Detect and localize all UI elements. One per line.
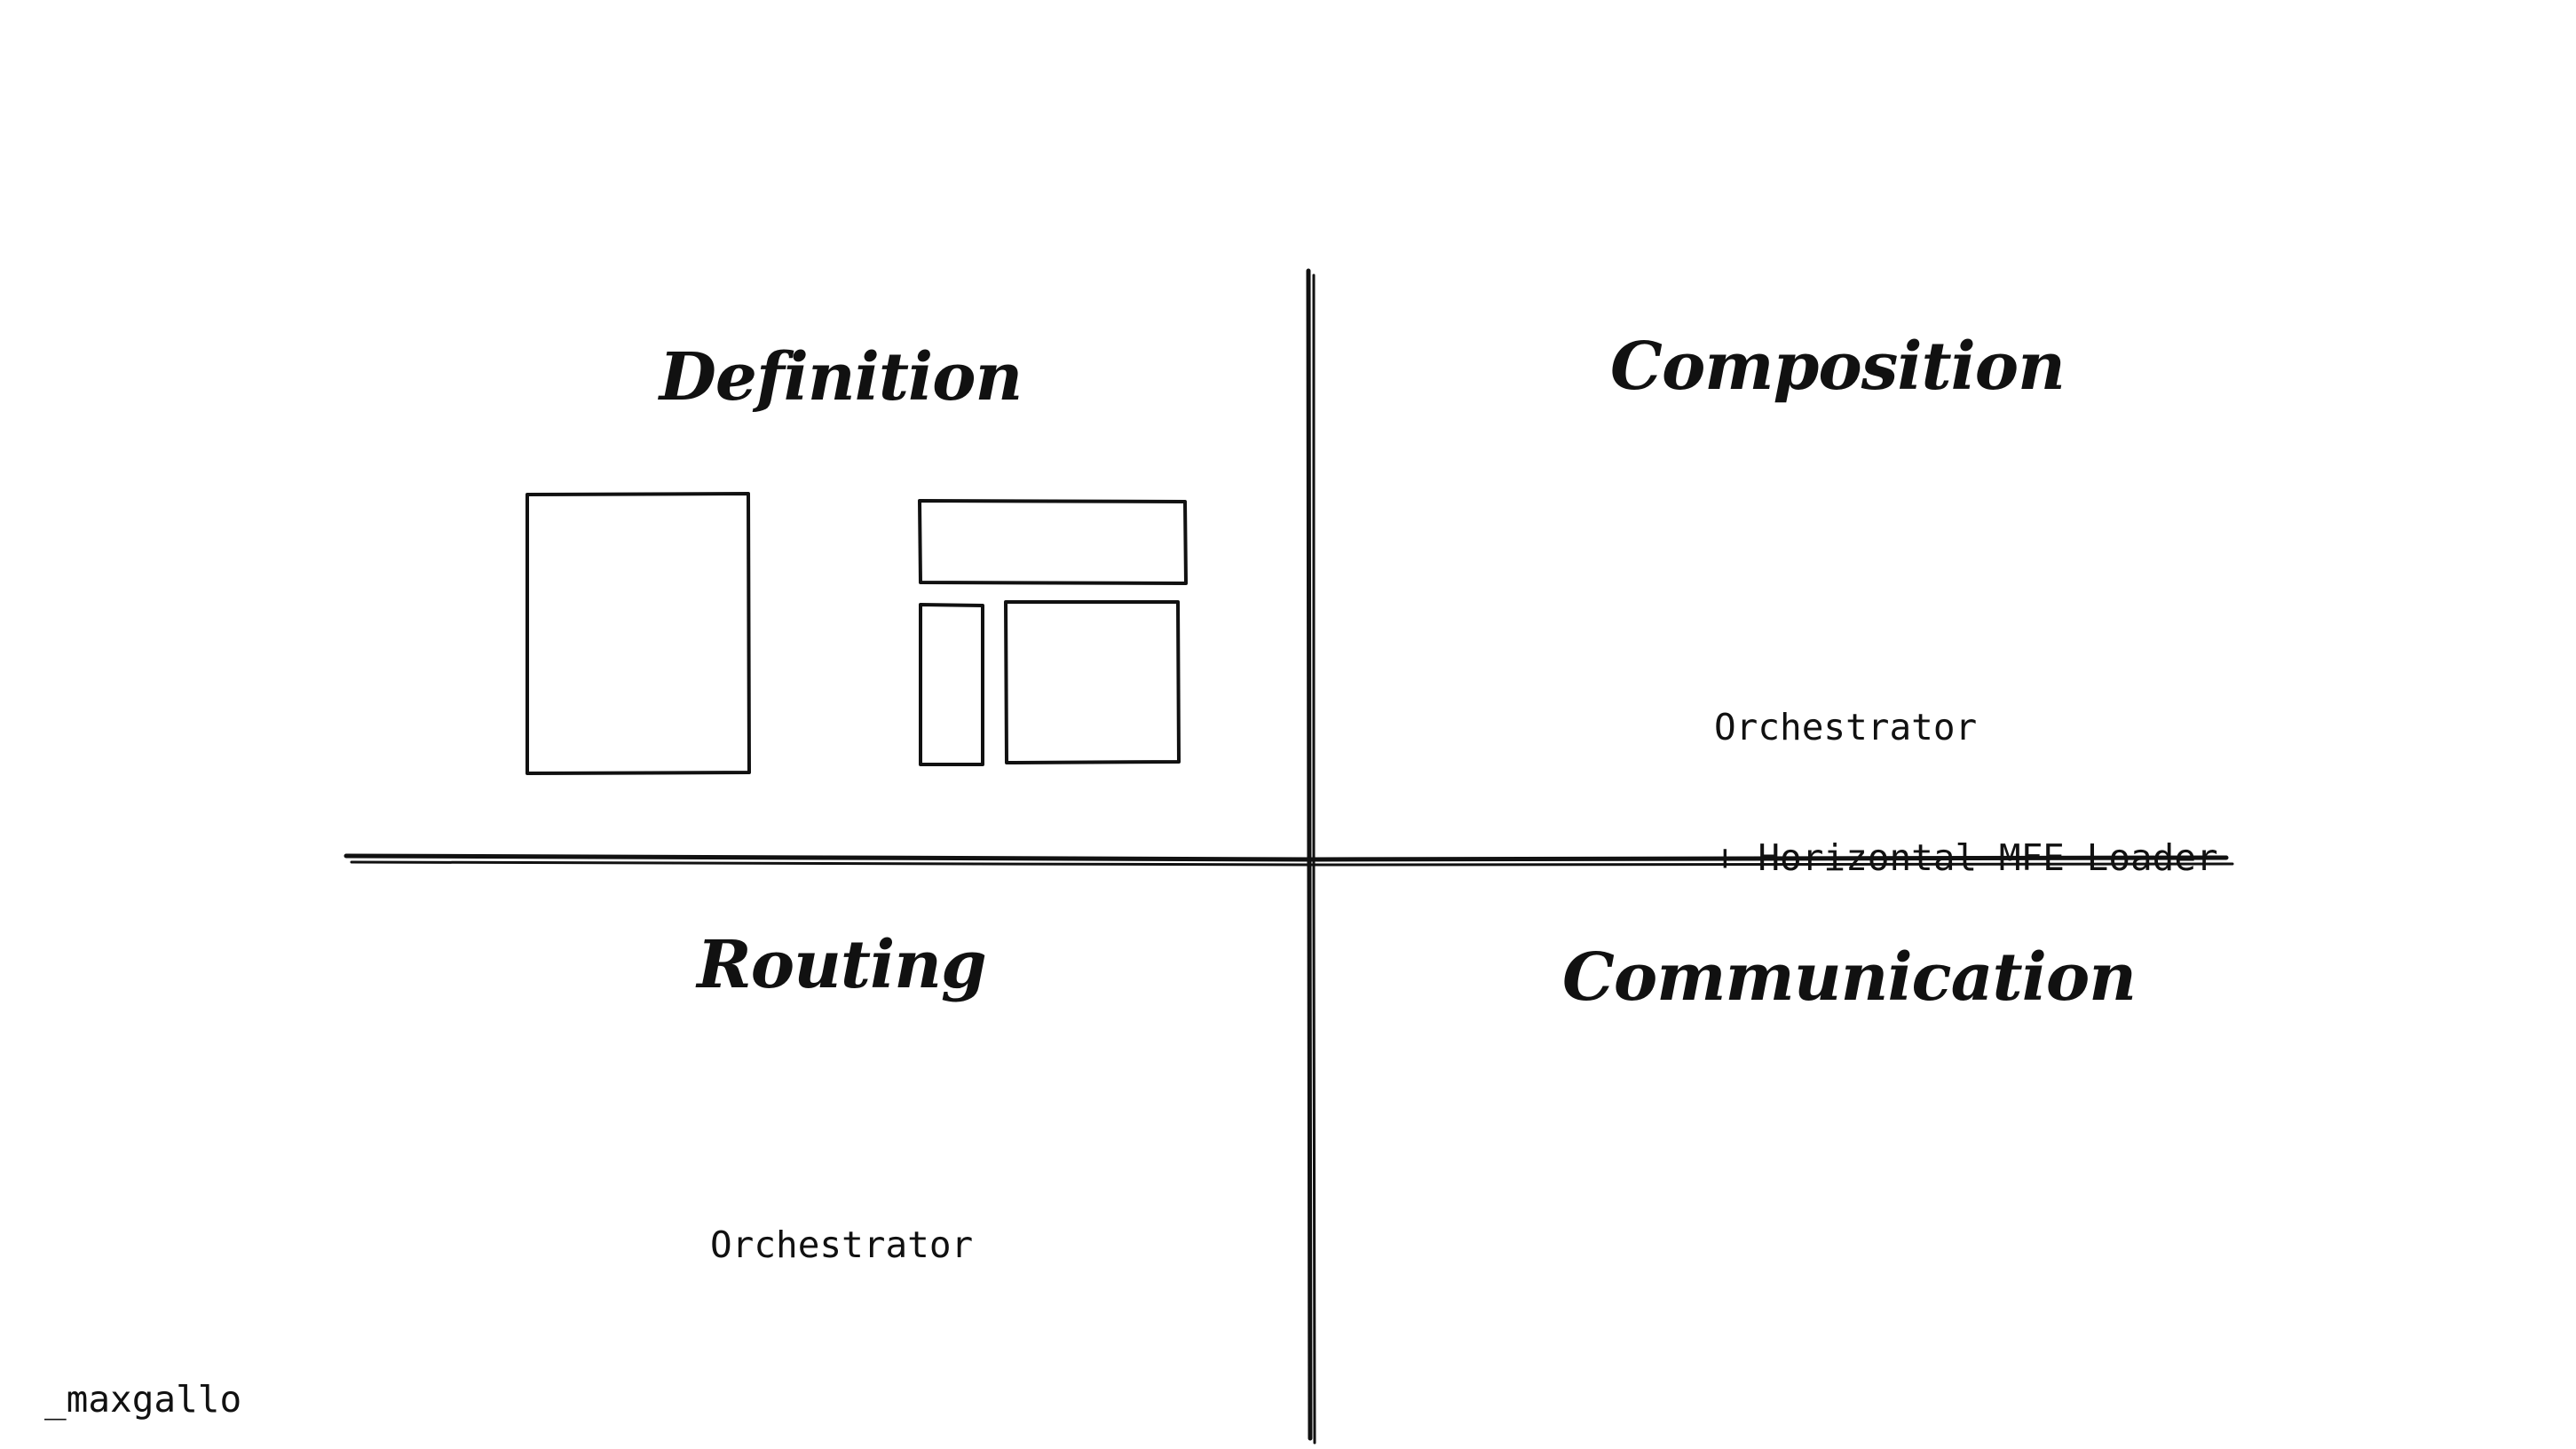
- author-watermark: _maxgallo: [44, 1378, 242, 1421]
- composition-note: Orchestrator + Horizontal MFE Loader: [1714, 619, 2218, 967]
- definition-title: Definition: [659, 339, 1023, 416]
- vertical-axis: [1306, 268, 1316, 1445]
- horizontal-axis: [344, 853, 2234, 867]
- composition-note-line-2: + Horizontal MFE Loader: [1714, 836, 2218, 879]
- single-page-layout-wireframe: [525, 492, 751, 775]
- composition-note-line-1: Orchestrator: [1714, 706, 1978, 748]
- routing-note: Orchestrator: [710, 1223, 974, 1266]
- communication-title: Communication: [1561, 939, 2137, 1016]
- routing-title: Routing: [697, 927, 986, 1003]
- split-layout-wireframe: [918, 499, 1188, 766]
- composition-title: Composition: [1610, 329, 2066, 405]
